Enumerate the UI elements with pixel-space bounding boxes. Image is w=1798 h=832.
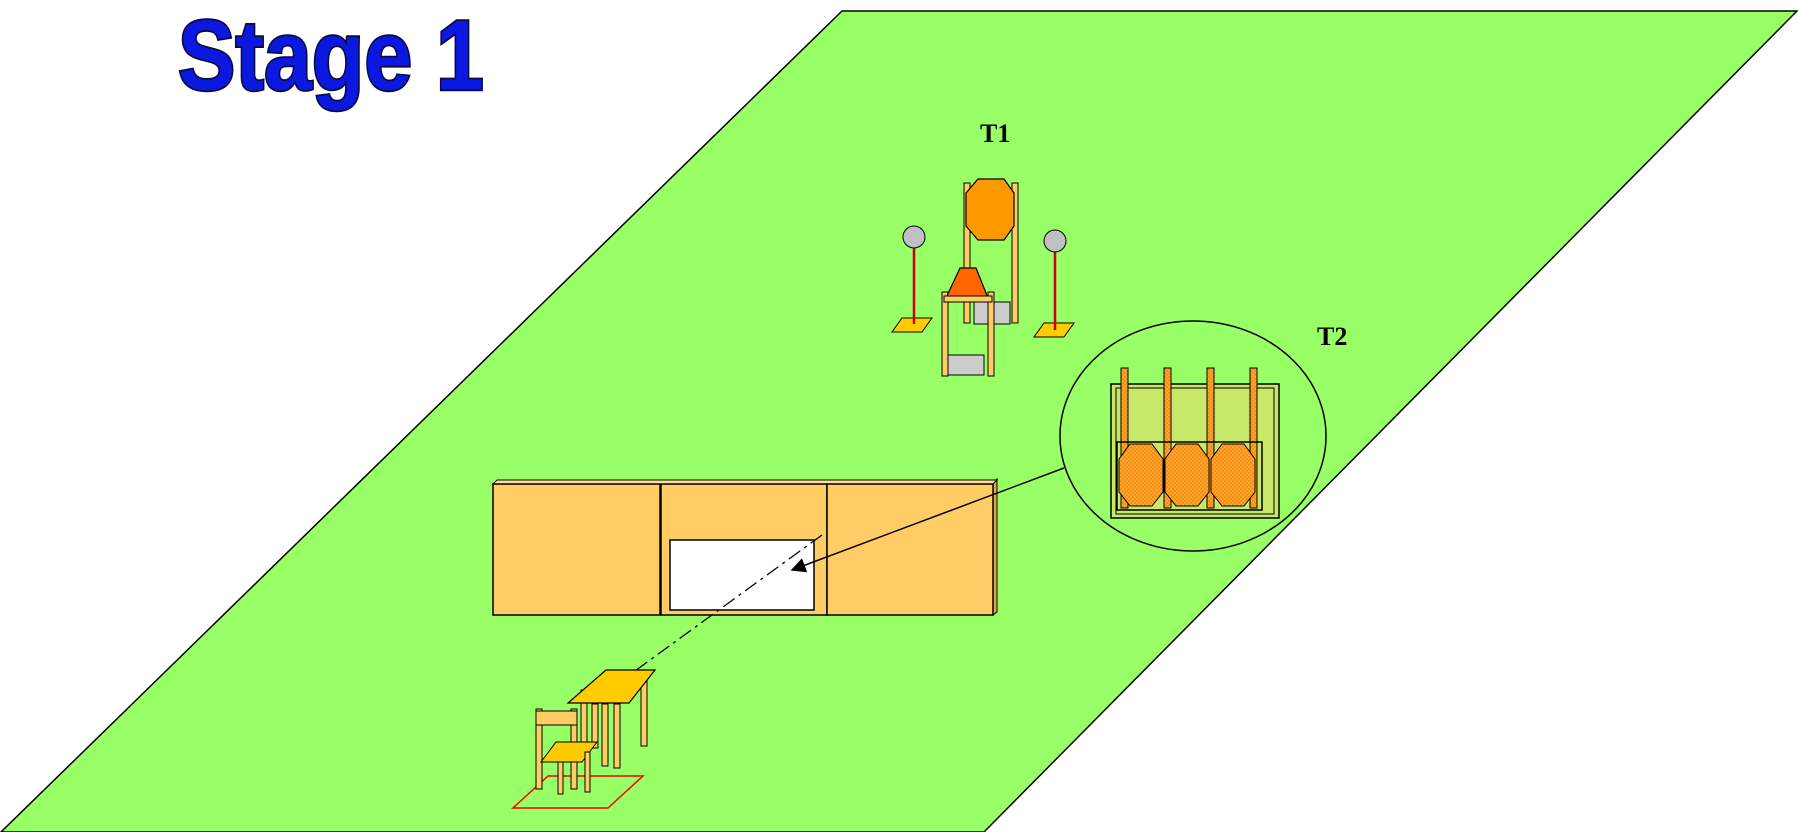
- t1-pole-base-left: [891, 317, 933, 333]
- wall-panel-left: [492, 483, 661, 616]
- t2-plate-2: [1164, 443, 1210, 507]
- t1-octagon-plate: [965, 178, 1015, 241]
- table-leg-front-right: [613, 703, 621, 769]
- t1-target-group: T1: [891, 119, 1075, 377]
- start-position-group: [511, 669, 657, 809]
- t2-plate-1: [1118, 443, 1164, 507]
- start-box: [511, 775, 645, 809]
- wall-group: [491, 478, 999, 616]
- chair-leg-front-right: [584, 751, 591, 793]
- chair-seat: [540, 741, 598, 763]
- wall-panel-right: [826, 483, 994, 616]
- t2-target-group: T2: [1059, 320, 1347, 552]
- t2-rack-post-3: [1206, 367, 1215, 509]
- t2-rack-post-2: [1163, 367, 1172, 509]
- range-field: [0, 10, 1798, 832]
- t2-label: T2: [1317, 322, 1347, 351]
- chair-backrest: [535, 710, 578, 726]
- t1-popper-post-right: [987, 291, 995, 377]
- chair-leg-front-left: [557, 761, 564, 795]
- t1-stand-post-left: [963, 182, 971, 324]
- t2-engagement-arrow: [790, 467, 1065, 573]
- t1-label: T1: [980, 119, 1010, 148]
- t2-plate-3: [1210, 443, 1256, 507]
- t1-popper-crossbar: [943, 295, 993, 303]
- table-leg-mid: [591, 703, 599, 749]
- t1-pole-ball-right: [1043, 229, 1067, 253]
- stage-title: Stage 1: [178, 0, 484, 111]
- t1-popper-base: [947, 354, 985, 376]
- t2-rack-inner: [1115, 387, 1275, 515]
- table-top: [566, 669, 657, 704]
- line-of-fire: [627, 534, 823, 677]
- wall-window: [669, 539, 815, 611]
- t1-pole-ball-left: [902, 225, 926, 249]
- table-leg-back-right: [640, 677, 648, 747]
- t2-zoom-circle: [1059, 320, 1327, 552]
- t1-popper-post-left: [941, 291, 949, 377]
- t2-rack-post-1: [1120, 367, 1129, 509]
- table-leg-front-left: [601, 703, 609, 767]
- chair-back-post-left: [535, 708, 543, 790]
- t2-rack-post-4: [1249, 367, 1258, 509]
- t2-rack-lower-frame: [1116, 441, 1263, 511]
- t1-stand-post-right: [1011, 182, 1019, 324]
